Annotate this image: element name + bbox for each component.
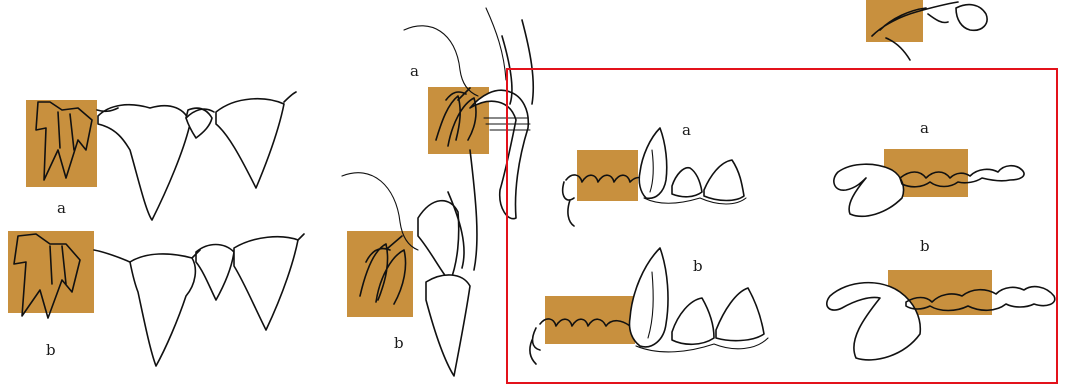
tooth-p1b-1 xyxy=(130,254,195,366)
carnassial-p4a xyxy=(834,164,904,216)
panel-3-lateral-canine-rows: a b xyxy=(530,121,768,364)
panel-4-occlusal-views: a b xyxy=(827,0,1055,360)
label-p1-a: a xyxy=(57,199,66,217)
premolar-p3b-1 xyxy=(672,298,714,344)
panel-1-lateral-teeth: a b xyxy=(8,92,304,366)
tooth-p1b-2 xyxy=(196,245,234,301)
tooth-p1a-2 xyxy=(186,108,212,138)
label-p3-b: b xyxy=(693,257,703,275)
canine-p3b xyxy=(629,248,668,347)
label-p4-b: b xyxy=(920,237,930,255)
tooth-p1a-1 xyxy=(98,105,190,220)
premolar-p3a-2 xyxy=(704,160,744,201)
canine-p2b-upper xyxy=(418,201,459,282)
canine-p2b-lower xyxy=(426,275,470,376)
tooth-p1a-3 xyxy=(216,99,284,188)
premolar-p3a-1 xyxy=(672,168,702,197)
jaw-box-p2b xyxy=(347,231,413,317)
label-p4-a: a xyxy=(920,119,929,137)
tooth-p1b-3 xyxy=(234,237,298,330)
jaw-box-p3b xyxy=(545,296,635,344)
label-p1-b: b xyxy=(46,341,56,359)
label-p2-a: a xyxy=(410,62,419,80)
premolar-p3b-2 xyxy=(716,288,764,341)
label-p2-b: b xyxy=(394,334,404,352)
label-p3-a: a xyxy=(682,121,691,139)
panel-2-frontal-jaws: a b xyxy=(342,8,533,376)
jaw-curve-p2a xyxy=(404,8,506,96)
